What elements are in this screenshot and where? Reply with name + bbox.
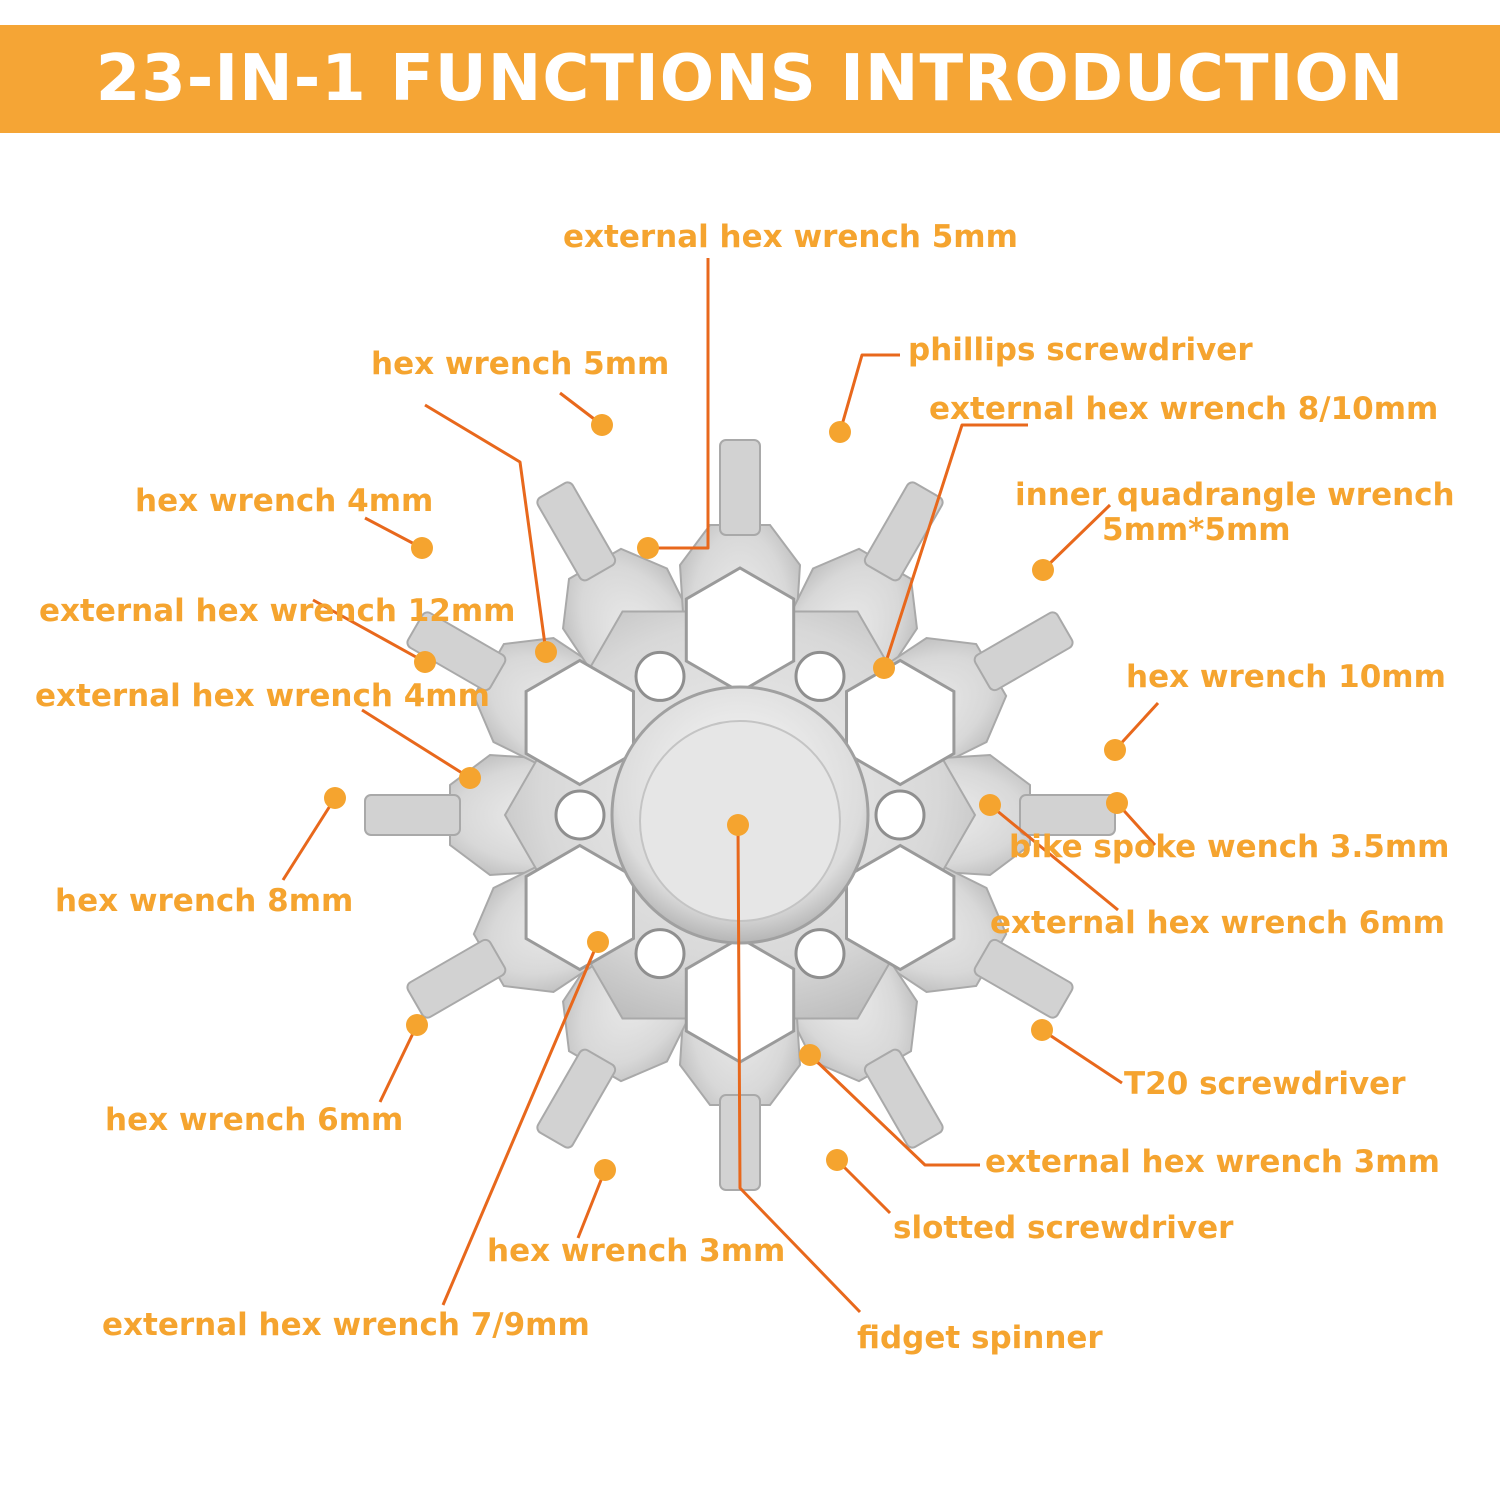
label-external-hex-wrench-4mm: external hex wrench 4mm	[35, 678, 490, 714]
title-banner: 23-IN-1 FUNCTIONS INTRODUCTION	[0, 25, 1500, 133]
dot-external-hex-wrench-3mm	[799, 1044, 821, 1066]
leader-external-hex-wrench-7-9mm	[441, 941, 600, 1306]
leader-external-hex-wrench-4mm	[361, 708, 471, 780]
leader-inner-quadrangle-wrench	[1041, 503, 1112, 572]
callout-labels: external hex wrench 5mm hex wrench 5mm p…	[35, 219, 1455, 1356]
dot-external-hex-wrench-6mm	[979, 794, 1001, 816]
leader-lines	[281, 258, 1160, 1314]
dot-hex-wrench-3mm	[594, 1159, 616, 1181]
dot-hex-wrench-6mm	[406, 1014, 428, 1036]
leader-external-hex-wrench-5mm	[648, 258, 710, 550]
leader-external-hex-wrench-12mm	[312, 598, 426, 664]
dot-external-hex-wrench-8-10mm	[873, 657, 895, 679]
hex-cutout	[524, 658, 635, 787]
round-hole	[874, 789, 926, 841]
spoke-bit	[973, 938, 1074, 1019]
leader-hex-wrench-3mm	[576, 1169, 607, 1239]
dot-hex-wrench-5mm	[591, 414, 613, 436]
dot-phillips-screwdriver	[829, 421, 851, 443]
spoke-bit	[863, 1048, 944, 1149]
spoke-bit	[1019, 794, 1116, 836]
leader-external-hex-wrench-3mm	[808, 1053, 980, 1167]
label-bike-spoke-wench: bike spoke wench 3.5mm	[1009, 829, 1449, 865]
dot-external-hex-wrench-7-9mm	[587, 931, 609, 953]
round-hole	[554, 789, 606, 841]
dot-inner-quadrangle-wrench	[1032, 559, 1054, 581]
label-hex-wrench-4mm: hex wrench 4mm	[135, 483, 433, 519]
spoke-bit	[973, 611, 1074, 692]
round-hole	[634, 928, 686, 980]
label-external-hex-wrench-12mm: external hex wrench 12mm	[39, 593, 515, 629]
label-t20-screwdriver: T20 screwdriver	[1124, 1066, 1406, 1102]
label-fidget-spinner: fidget spinner	[857, 1320, 1103, 1356]
round-hole	[794, 650, 846, 702]
leader-fidget-spinner	[736, 824, 862, 1314]
spoke-bit	[406, 938, 507, 1019]
label-external-hex-wrench-6mm: external hex wrench 6mm	[990, 905, 1445, 941]
dot-t20-screwdriver	[1031, 1019, 1053, 1041]
label-hex-wrench-6mm: hex wrench 6mm	[105, 1102, 403, 1138]
spoke-bit	[536, 481, 617, 582]
label-hex-wrench-3mm: hex wrench 3mm	[487, 1233, 785, 1269]
label-inner-quadrangle-wrench-size: 5mm*5mm	[1102, 512, 1291, 548]
dot-external-hex-wrench-5mm	[637, 537, 659, 559]
spoke-bit	[863, 481, 944, 582]
spoke-bit	[406, 611, 507, 692]
round-hole	[794, 928, 846, 980]
label-external-hex-wrench-5mm: external hex wrench 5mm	[563, 219, 1018, 255]
dot-bike-spoke-wench	[1106, 792, 1128, 814]
spoke-bit	[719, 439, 761, 536]
dot-hex-wrench-8mm	[324, 787, 346, 809]
leader-slotted-screwdriver	[835, 1158, 892, 1215]
label-phillips-screwdriver: phillips screwdriver	[908, 332, 1253, 368]
dot-fidget-spinner	[727, 814, 749, 836]
leader-phillips-screwdriver	[838, 353, 900, 433]
spoke-bit	[536, 1048, 617, 1149]
leader-t20-screwdriver	[1041, 1028, 1123, 1085]
dot-hex-wrench-4mm	[411, 537, 433, 559]
label-external-hex-wrench-3mm: external hex wrench 3mm	[985, 1144, 1440, 1180]
round-hole	[634, 650, 686, 702]
leader-hex-wrench-8mm	[281, 797, 337, 881]
dot-hex-wrench-10mm	[1104, 739, 1126, 761]
dot-external-hex-wrench-12mm	[414, 651, 436, 673]
label-hex-wrench-10mm: hex wrench 10mm	[1126, 659, 1446, 695]
label-external-hex-wrench-8-10mm: external hex wrench 8/10mm	[929, 391, 1438, 427]
label-hex-wrench-8mm: hex wrench 8mm	[55, 883, 353, 919]
dot-slotted-screwdriver	[826, 1149, 848, 1171]
leader-hex-wrench-5mm-body	[424, 403, 548, 653]
leader-external-hex-wrench-8-10mm	[882, 423, 1028, 669]
leader-external-hex-wrench-6mm	[989, 803, 1119, 912]
hex-cutout	[845, 658, 956, 787]
leader-hex-wrench-6mm	[378, 1024, 419, 1103]
dot-external-hex-wrench-4mm	[459, 767, 481, 789]
label-external-hex-wrench-7-9mm: external hex wrench 7/9mm	[102, 1307, 590, 1343]
page-title: 23-IN-1 FUNCTIONS INTRODUCTION	[95, 42, 1405, 116]
spoke-bit	[364, 794, 461, 836]
dot-hex-wrench-5mm-body	[535, 641, 557, 663]
label-slotted-screwdriver: slotted screwdriver	[893, 1210, 1234, 1246]
label-hex-wrench-5mm: hex wrench 5mm	[371, 346, 669, 382]
label-inner-quadrangle-wrench: inner quadrangle wrench	[1015, 477, 1455, 513]
